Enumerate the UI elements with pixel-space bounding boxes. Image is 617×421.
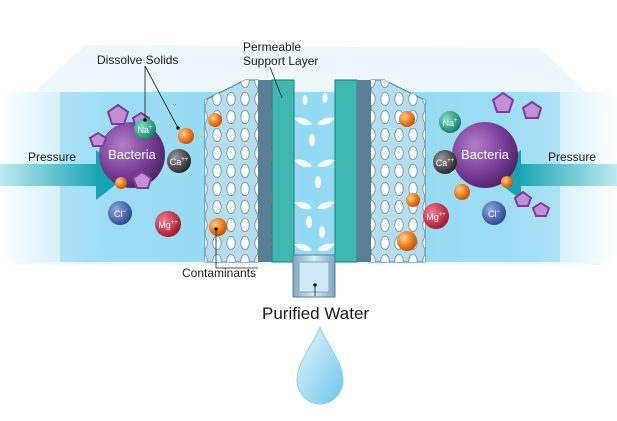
support-layer-right xyxy=(357,80,371,262)
left-membrane-assembly xyxy=(204,79,295,263)
membrane-left xyxy=(272,80,294,262)
svg-text:Cl−: Cl− xyxy=(488,209,501,219)
svg-text:Mg++: Mg++ xyxy=(426,212,446,222)
permeable-label-line2: Support Layer xyxy=(243,54,319,68)
svg-text:Cl−: Cl− xyxy=(114,209,127,219)
calcium-ion-left: Ca++ xyxy=(167,149,191,173)
dissolve-solids-label: Dissolve Solids xyxy=(97,53,179,67)
pressure-right-label: Pressure xyxy=(548,150,597,164)
svg-text:Mg++: Mg++ xyxy=(158,220,178,230)
svg-text:Na+: Na+ xyxy=(137,125,153,135)
leader-dots xyxy=(143,118,317,287)
magnesium-ion-right: Mg++ xyxy=(423,203,449,229)
svg-text:Na+: Na+ xyxy=(442,118,458,128)
bacteria-right-label: Bacteria xyxy=(461,147,509,162)
membrane-right xyxy=(335,80,357,262)
permeate-droplets xyxy=(294,93,335,252)
chloride-ion-right: Cl− xyxy=(482,201,506,225)
bacteria-right: Bacteria xyxy=(452,122,518,188)
svg-text:Ca++: Ca++ xyxy=(170,157,189,167)
permeable-label-line1: Permeable xyxy=(243,40,302,54)
chloride-ion-left: Cl− xyxy=(108,201,132,225)
pressure-left-label: Pressure xyxy=(28,150,77,164)
bacteria-left-label: Bacteria xyxy=(108,147,156,162)
leader-lines xyxy=(144,65,316,296)
sodium-ion-left: Na+ xyxy=(134,118,156,140)
water-drop-icon xyxy=(296,325,344,405)
outlet-tube xyxy=(292,254,336,298)
svg-text:Ca++: Ca++ xyxy=(436,158,455,168)
magnesium-ion-left: Mg++ xyxy=(155,211,181,237)
contaminants-label: Contaminants xyxy=(182,266,257,280)
calcium-ion-right: Ca++ xyxy=(433,150,457,174)
sodium-ion-right: Na+ xyxy=(439,111,461,133)
support-layer-left xyxy=(258,80,272,262)
purified-water-label: Purified Water xyxy=(262,304,370,323)
